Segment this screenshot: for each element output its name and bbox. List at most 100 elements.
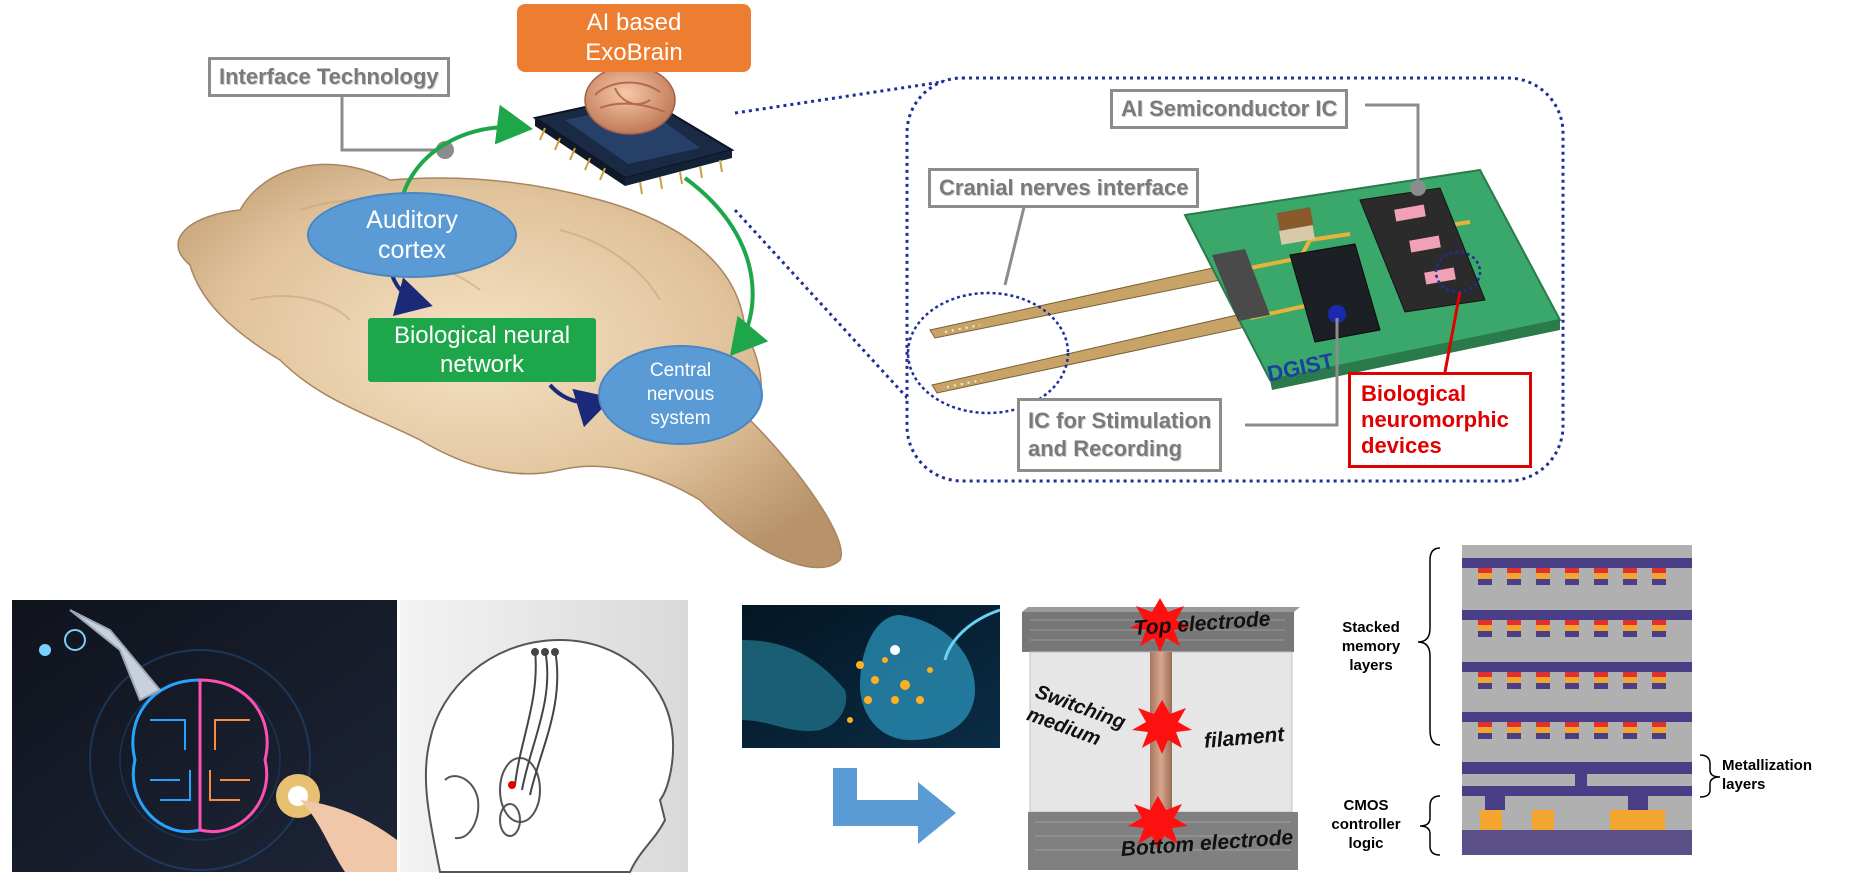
- memory-cell-mid: [1507, 625, 1521, 631]
- zoom-line-top: [734, 78, 956, 115]
- memory-cell-top: [1536, 568, 1550, 573]
- memory-cell-mid: [1594, 677, 1608, 683]
- memory-cell-mid: [1536, 677, 1550, 683]
- memory-cell-bottom: [1623, 579, 1637, 585]
- ic-stim-connector: [1245, 318, 1339, 427]
- bio-neuro-line2: neuromorphic: [1361, 407, 1509, 432]
- memory-cell-bottom: [1652, 579, 1666, 585]
- memory-cell-bottom: [1507, 683, 1521, 689]
- memory-cell-bottom: [1536, 733, 1550, 739]
- arrow-cortex-to-network: [390, 274, 433, 317]
- metallization-brace: [1699, 754, 1721, 798]
- memory-cell-mid: [1652, 573, 1666, 579]
- memory-wordline: [1462, 712, 1692, 722]
- exobrain-label-line2: ExoBrain: [585, 39, 683, 66]
- memory-wordline: [1462, 662, 1692, 672]
- memristor-cell: [1022, 598, 1300, 870]
- switching-medium-label: Switching medium: [1024, 680, 1129, 757]
- memory-cell-mid: [1565, 625, 1579, 631]
- memory-cell-bottom: [1652, 683, 1666, 689]
- memory-cell-bottom: [1536, 683, 1550, 689]
- memory-cell-bottom: [1594, 579, 1608, 585]
- memory-cell-top: [1565, 568, 1579, 573]
- memory-cell-top: [1652, 620, 1666, 625]
- biological-neuromorphic-devices-label: Biological neuromorphic devices: [1348, 372, 1532, 468]
- memory-cell-mid: [1536, 727, 1550, 733]
- memory-cell-bottom: [1652, 733, 1666, 739]
- memory-cell-bottom: [1536, 579, 1550, 585]
- exobrain-chip: [532, 65, 735, 195]
- stacked-brace: [1417, 547, 1441, 746]
- biological-neural-network-node: Biological neural network: [368, 318, 596, 382]
- cranial-nerves-interface-label: Cranial nerves interface: [928, 168, 1200, 208]
- ic-stimulation-recording-label: IC for Stimulation and Recording: [1017, 398, 1223, 472]
- memory-cell-top: [1594, 568, 1608, 573]
- memory-cell-mid: [1594, 625, 1608, 631]
- memory-cell-bottom: [1478, 579, 1492, 585]
- ic-stim-line1: IC for Stimulation: [1028, 408, 1212, 433]
- memory-cell-top: [1565, 620, 1579, 625]
- memory-cell-bottom: [1652, 631, 1666, 637]
- bio-neuro-line3: devices: [1361, 433, 1442, 458]
- memory-cell-mid: [1594, 573, 1608, 579]
- memory-cell-bottom: [1478, 631, 1492, 637]
- memory-cell-bottom: [1507, 733, 1521, 739]
- exobrain-label-line1: AI based: [586, 9, 682, 36]
- interface-technology-label: Interface Technology: [208, 57, 450, 97]
- biological-neural-network-line2: network: [439, 351, 525, 378]
- memory-cell-bottom: [1478, 683, 1492, 689]
- blue-bend-arrow: [833, 768, 956, 844]
- memory-cell-bottom: [1594, 683, 1608, 689]
- memory-cell-top: [1565, 672, 1579, 677]
- probe-tip-highlight: [906, 291, 1070, 415]
- filament-label: filament: [1203, 722, 1286, 753]
- memory-cell-top: [1594, 620, 1608, 625]
- memory-cell-bottom: [1594, 733, 1608, 739]
- memory-cell-top: [1478, 722, 1492, 727]
- memory-cell-mid: [1652, 625, 1666, 631]
- bottom-electrode-label: Bottom electrode: [1120, 825, 1294, 861]
- arrow-exobrain-to-cns: [683, 176, 769, 357]
- top-electrode-label: Top electrode: [1133, 607, 1272, 640]
- stacked-line2: memory: [1341, 638, 1401, 655]
- memory-cell-top: [1507, 672, 1521, 677]
- cmos-logic-label: CMOS controller logic: [1320, 796, 1412, 853]
- interface-connector-line: [340, 95, 445, 152]
- biological-neural-network-line1: Biological neural: [393, 322, 571, 349]
- memory-cell-mid: [1478, 727, 1492, 733]
- memory-cell-top: [1652, 568, 1666, 573]
- memory-cell-bottom: [1623, 683, 1637, 689]
- memory-cell-bottom: [1623, 733, 1637, 739]
- memory-cell-top: [1536, 620, 1550, 625]
- memory-cell-mid: [1478, 573, 1492, 579]
- memory-cell-bottom: [1507, 631, 1521, 637]
- memory-cell-top: [1507, 620, 1521, 625]
- cmos-line1: CMOS: [1343, 797, 1389, 814]
- memory-wordline: [1462, 558, 1692, 568]
- dgist-board-label: DGIST: [1265, 348, 1336, 387]
- stacked-line3: layers: [1349, 657, 1393, 674]
- memory-cell-top: [1536, 722, 1550, 727]
- memory-cell-mid: [1478, 625, 1492, 631]
- memory-cell-top: [1652, 672, 1666, 677]
- cmos-line2: controller: [1331, 816, 1401, 833]
- memory-cell-mid: [1623, 677, 1637, 683]
- memory-cell-bottom: [1565, 683, 1579, 689]
- ai-ic-connector: [1365, 103, 1420, 185]
- memory-cell-bottom: [1594, 631, 1608, 637]
- ai-ic-connector-dot: [1410, 180, 1426, 196]
- memory-cell-mid: [1507, 677, 1521, 683]
- memory-cell-top: [1478, 568, 1492, 573]
- memory-cell-mid: [1507, 727, 1521, 733]
- ai-semiconductor-ic-label: AI Semiconductor IC: [1110, 89, 1349, 129]
- ai-brain-photo: [12, 600, 397, 872]
- memory-cell-bottom: [1565, 631, 1579, 637]
- memory-cell-bottom: [1565, 579, 1579, 585]
- neuromorphic-connector: [1443, 291, 1462, 373]
- memory-cell-mid: [1594, 727, 1608, 733]
- bio-neuro-line1: Biological: [1361, 381, 1467, 406]
- memory-cell-top: [1507, 722, 1521, 727]
- memory-cell-mid: [1565, 573, 1579, 579]
- memory-cell-top: [1623, 672, 1637, 677]
- memory-cell-mid: [1623, 727, 1637, 733]
